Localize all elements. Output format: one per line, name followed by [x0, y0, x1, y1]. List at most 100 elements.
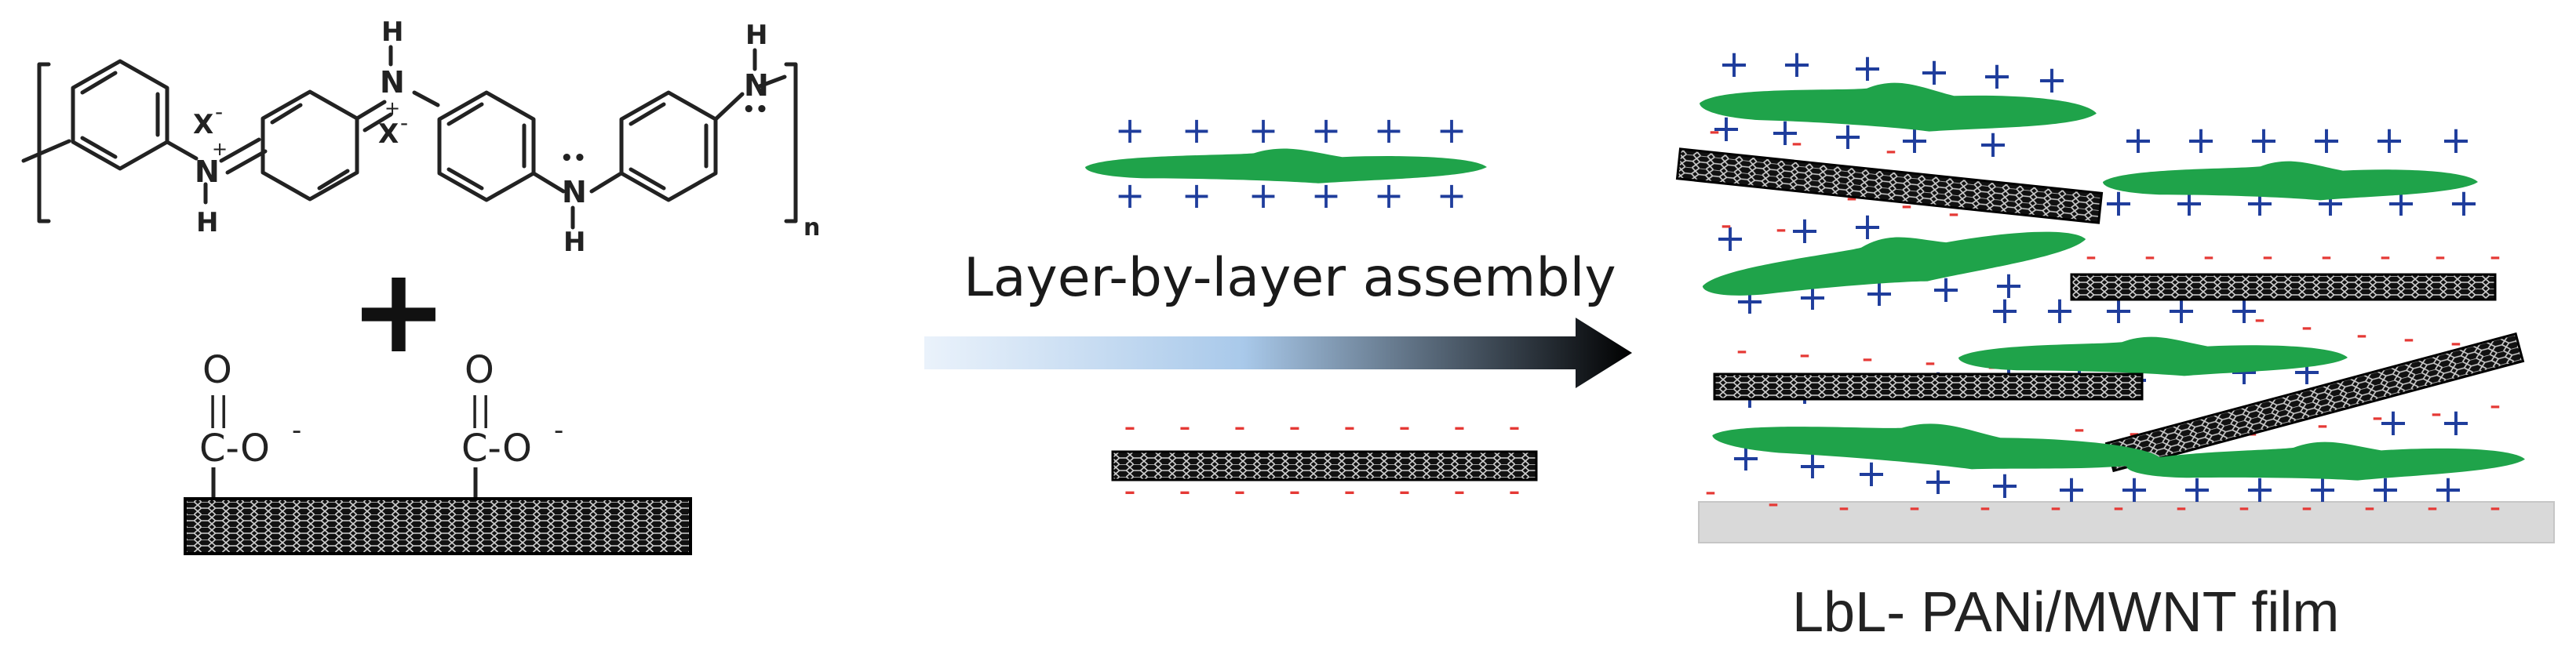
film-neg-charge-19: - — [2254, 301, 2265, 337]
film-mwnt-3 — [1713, 372, 2144, 401]
carboxyl-1-oxygen: O — [202, 348, 232, 392]
film-neg-charge-22: - — [2403, 321, 2414, 357]
film-neg-charge-45: - — [2113, 489, 2124, 525]
atom-h-right2: H — [745, 20, 767, 51]
film-pos-charge-0: + — [1718, 42, 1750, 86]
pos-charge-top-3: + — [1311, 109, 1342, 151]
film-pos-charge-23: + — [1714, 216, 1746, 260]
film-neg-charge-31: - — [2074, 411, 2085, 447]
carboxyl-2-double-bond: || — [469, 390, 491, 428]
cationic-pani-layer: ++++++++++++ — [1085, 109, 1487, 216]
film-pani-chain-1 — [1700, 82, 2097, 132]
neg-charge-bottom-5: - — [1398, 471, 1410, 510]
film-neg-charge-39: - — [1705, 474, 1716, 510]
process-arrow — [924, 318, 1632, 388]
film-pos-charge-58: + — [2440, 401, 2472, 445]
carboxyl-1-group: C-O — [199, 427, 270, 471]
film-pos-charge-1: + — [1781, 42, 1813, 86]
pos-charge-top-1: + — [1182, 109, 1212, 151]
cationic-pani-chain-body — [1085, 148, 1487, 183]
film-neg-charge-16: - — [2380, 238, 2391, 274]
substrate — [1698, 501, 2555, 543]
film-pani-chain-4 — [1958, 336, 2348, 376]
film-pos-charge-32: + — [2044, 289, 2075, 332]
film-neg-charge-0: - — [1709, 113, 1720, 149]
film-pos-charge-56: + — [2432, 467, 2464, 511]
film-pos-charge-15: + — [2374, 118, 2405, 162]
charge-n-mid: + — [384, 97, 400, 119]
pos-charge-bottom-1: + — [1182, 174, 1212, 216]
carboxyl-1-charge: - — [292, 415, 301, 446]
film-neg-charge-51: - — [2490, 489, 2501, 525]
counterion-left-charge: - — [215, 99, 223, 125]
film-neg-charge-48: - — [2301, 489, 2312, 525]
film-neg-charge-9: - — [1721, 207, 1732, 243]
carboxyl-group-2: O || C-O - — [461, 348, 563, 471]
mwnt-functionalized — [184, 497, 692, 555]
film-neg-charge-13: - — [2203, 238, 2214, 274]
film-neg-charge-26: - — [1862, 340, 1873, 376]
neg-charge-top-0: - — [1124, 407, 1135, 445]
film-neg-charge-41: - — [1838, 489, 1849, 525]
atom-n-mid: N — [380, 65, 405, 100]
film-neg-charge-11: - — [2086, 238, 2097, 274]
neg-charge-bottom-3: - — [1288, 471, 1300, 510]
film-neg-charge-50: - — [2427, 489, 2438, 525]
counterion-left: X — [193, 109, 213, 140]
process-label: Layer-by-layer assembly — [964, 247, 1616, 309]
film-pos-charge-49: + — [1989, 463, 2020, 507]
film-mwnt-2 — [2070, 273, 2497, 301]
quinoid-ring — [261, 89, 359, 202]
anionic-mwnt-layer: ---------------- — [1111, 407, 1538, 510]
counterion-mid-charge: - — [400, 110, 408, 136]
film-pos-charge-3: + — [1918, 50, 1950, 94]
film-neg-charge-2: - — [1886, 133, 1896, 169]
film-pos-charge-57: + — [2377, 401, 2409, 445]
film-neg-charge-25: - — [1799, 336, 1810, 372]
film-neg-charge-12: - — [2144, 238, 2155, 274]
pos-charge-bottom-3: + — [1311, 174, 1342, 216]
pos-charge-top-4: + — [1374, 109, 1405, 151]
neg-charge-top-3: - — [1288, 407, 1300, 445]
film-neg-charge-14: - — [2262, 238, 2273, 274]
film-neg-charge-49: - — [2364, 489, 2375, 525]
mwnt-anionic — [1111, 450, 1538, 481]
film-neg-charge-20: - — [2301, 309, 2312, 345]
film-pos-charge-51: + — [2119, 467, 2150, 511]
film-mwnt-1 — [1675, 147, 2104, 224]
film-pos-charge-12: + — [2185, 118, 2217, 162]
atom-h-mid: H — [381, 16, 403, 48]
neg-charge-bottom-4: - — [1343, 471, 1355, 510]
reactant-plus-sign: + — [349, 243, 448, 380]
film-pos-charge-5: + — [2036, 58, 2068, 102]
neg-charge-bottom-7: - — [1508, 471, 1520, 510]
film-neg-charge-36: - — [2372, 399, 2383, 435]
neg-charge-top-4: - — [1343, 407, 1355, 445]
lone-pair-n3: •• — [560, 147, 586, 170]
atom-n-left: N — [195, 154, 220, 189]
benzene-ring-3 — [437, 90, 536, 202]
film-neg-charge-38: - — [2490, 387, 2501, 423]
film-neg-charge-15: - — [2321, 238, 2332, 274]
film-pos-charge-50: + — [2056, 467, 2087, 511]
film-neg-charge-21: - — [2356, 317, 2367, 353]
film-pos-charge-16: + — [2440, 118, 2472, 162]
atom-n-right2: N — [744, 68, 769, 103]
film-neg-charge-46: - — [2176, 489, 2187, 525]
carboxyl-2-oxygen: O — [465, 348, 494, 392]
neg-charge-top-1: - — [1179, 407, 1190, 445]
charge-n-left: + — [212, 138, 228, 160]
neg-charge-bottom-2: - — [1233, 471, 1245, 510]
film-neg-charge-27: - — [1925, 344, 1936, 380]
film-neg-charge-10: - — [1776, 211, 1787, 247]
film-neg-charge-1: - — [1791, 125, 1802, 161]
film-pos-charge-11: + — [2122, 118, 2154, 162]
atom-h-left: H — [196, 207, 218, 238]
film-pani-chain-1-body — [1700, 82, 2097, 132]
film-neg-charge-37: - — [2431, 395, 2442, 431]
neg-charge-bottom-1: - — [1179, 471, 1190, 510]
film-pos-charge-4: + — [1981, 54, 2013, 98]
film-pani-chain-5-body — [1712, 423, 2162, 470]
film-neg-charge-17: - — [2435, 238, 2446, 274]
film-neg-charge-24: - — [1736, 332, 1747, 369]
